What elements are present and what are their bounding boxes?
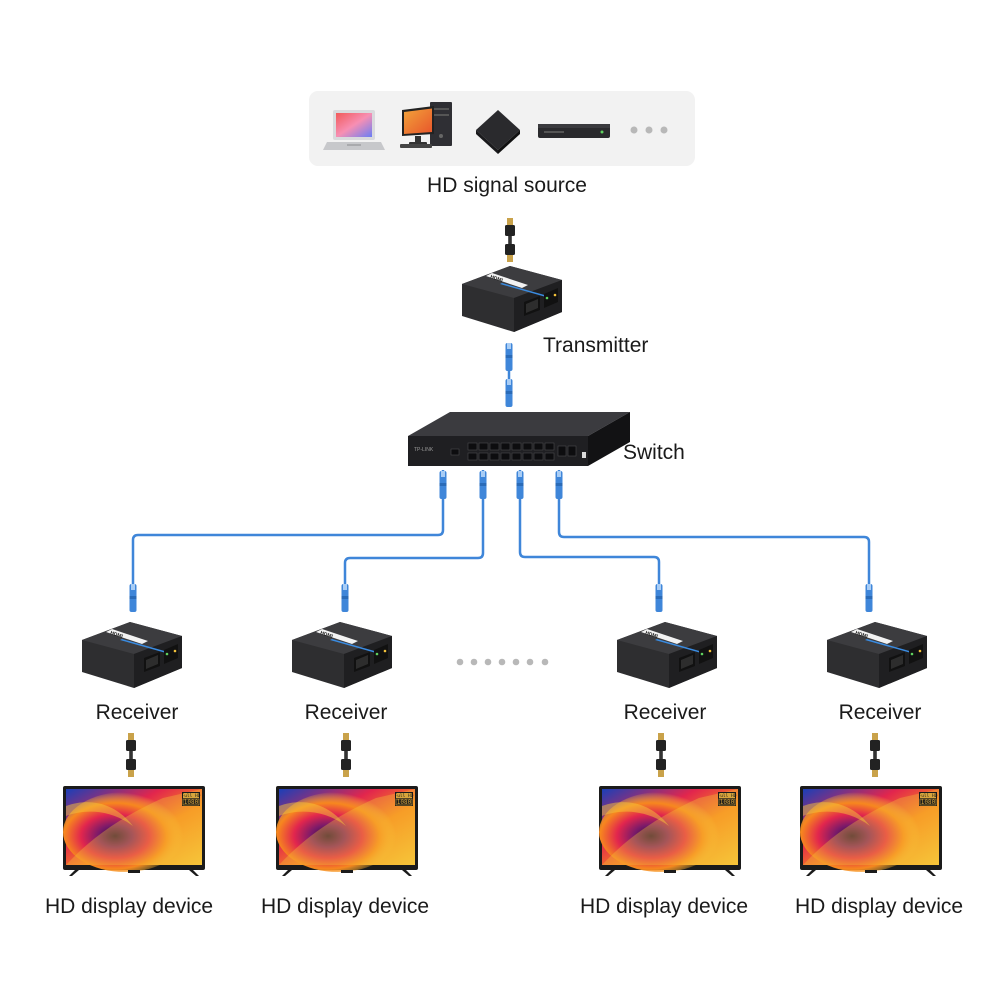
more-receivers-ellipsis (456, 658, 549, 666)
ellipsis-icon (630, 126, 668, 134)
switch-brand-text: TP-LINK (414, 447, 434, 453)
network-switch (408, 412, 630, 466)
display-label-1: HD display device (44, 895, 214, 918)
laptop-icon (323, 110, 385, 150)
receiver-device-4 (827, 622, 927, 688)
receiver-logo-2: HDMI (319, 630, 334, 640)
badge-top-1: Full HD (182, 793, 201, 799)
transmitter-device (462, 266, 562, 332)
cable-transmitter-switch (505, 343, 513, 407)
badge-top-3: Full HD (718, 793, 737, 799)
receiver-device-2 (292, 622, 392, 688)
switch-label: Switch (623, 441, 685, 464)
receiver-label-4: Receiver (838, 701, 922, 724)
desktop-pc-icon (400, 102, 452, 148)
display-label-2: HD display device (260, 895, 430, 918)
receiver-logo-3: HDMI (644, 630, 659, 640)
badge-bottom-3: 1080 (720, 799, 735, 806)
badge-top-2: Full HD (395, 793, 414, 799)
receiver-label-3: Receiver (623, 701, 707, 724)
transmitter-logo: HDMI (489, 274, 504, 284)
display-label-4: HD display device (794, 895, 964, 918)
receiver-logo-4: HDMI (854, 630, 869, 640)
hdmi-cable-2 (341, 733, 351, 777)
rj45-connectors (129, 471, 873, 612)
receiver-label-2: Receiver (304, 701, 388, 724)
receiver-label-1: Receiver (95, 701, 179, 724)
hdmi-cable-1 (126, 733, 136, 777)
tv-box-icon (476, 110, 520, 154)
display-label-3: HD display device (579, 895, 749, 918)
receiver-device-1 (82, 622, 182, 688)
receiver-logo-1: HDMI (109, 630, 124, 640)
set-top-box-icon (538, 124, 610, 138)
hdmi-cable-source (505, 218, 515, 262)
hdmi-cable-4 (870, 733, 880, 777)
badge-bottom-2: 1080 (397, 799, 412, 806)
source-label: HD signal source (427, 174, 587, 197)
cables-switch-receivers (131, 470, 871, 612)
receiver-device-3 (617, 622, 717, 688)
hdmi-cable-3 (656, 733, 666, 777)
transmitter-label: Transmitter (543, 334, 649, 357)
badge-bottom-1: 1080 (184, 799, 199, 806)
badge-top-4: Full HD (919, 793, 938, 799)
badge-bottom-4: 1080 (921, 799, 936, 806)
